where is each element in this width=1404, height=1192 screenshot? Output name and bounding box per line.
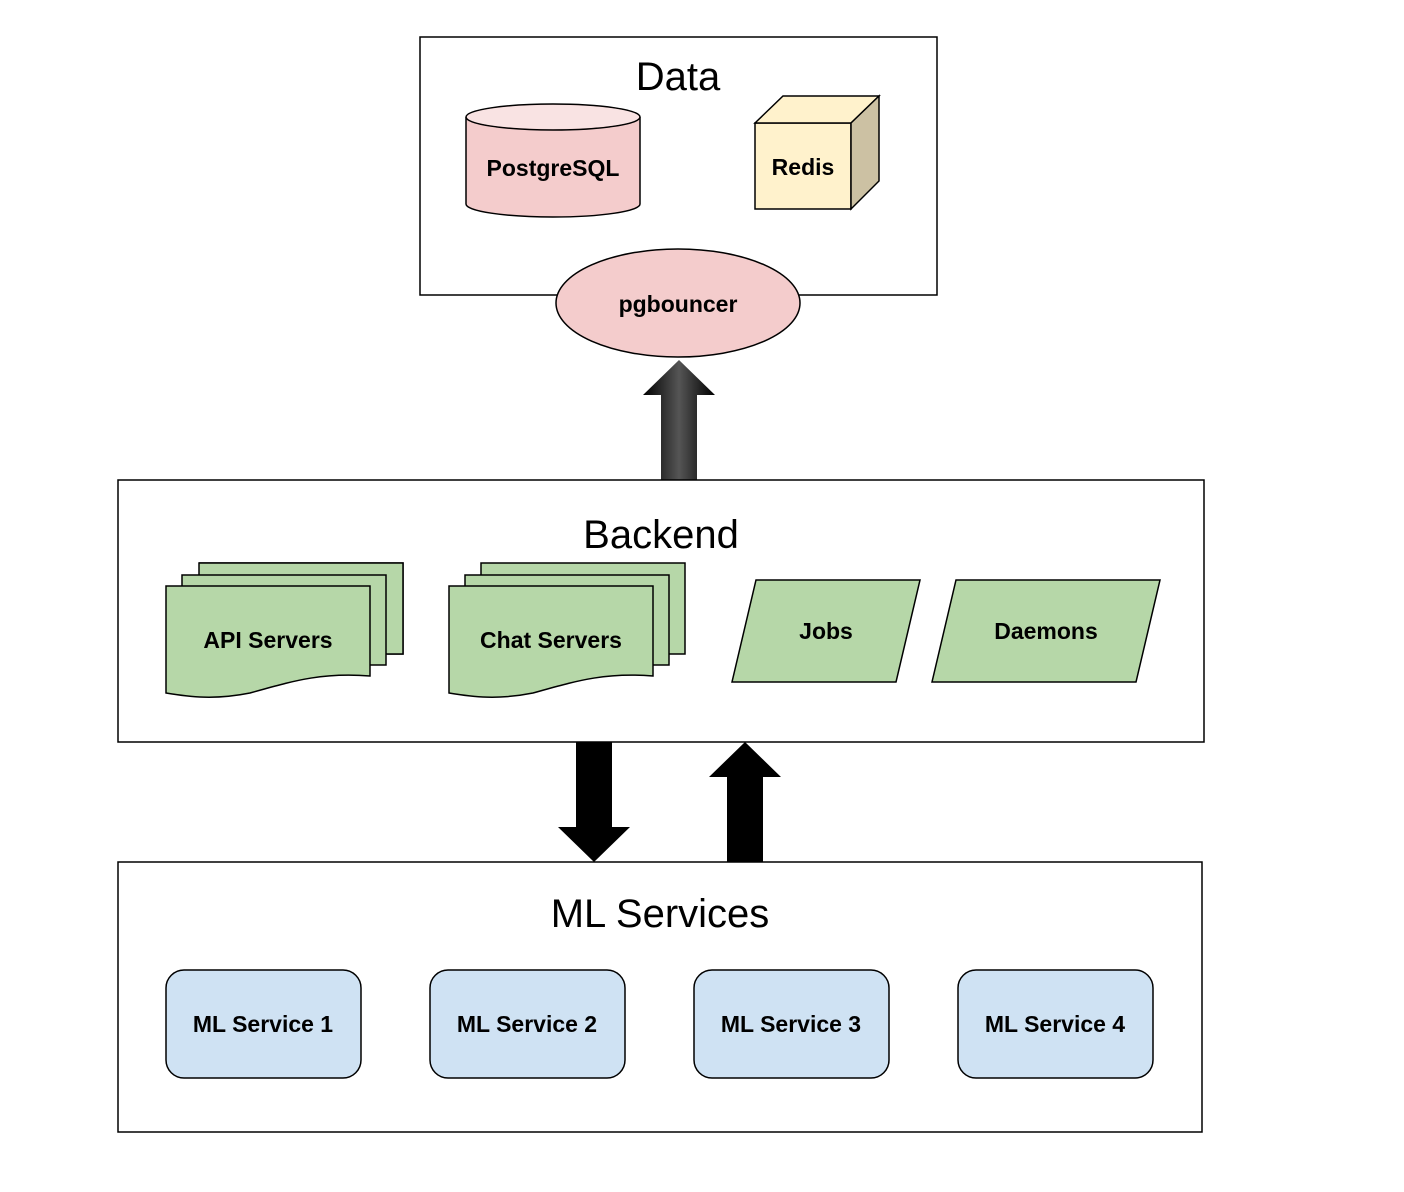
arrow-ml-services-to-backend (709, 742, 781, 862)
chat-servers-doc-front (448, 585, 654, 698)
postgresql-database-node[interactable]: PostgreSQL (465, 103, 641, 218)
ml-service-node[interactable]: ML Service 3 (693, 969, 890, 1079)
api-servers-label: API Servers (203, 627, 332, 653)
daemons-parallelogram (931, 579, 1161, 683)
ml-service-label: ML Service 1 (193, 1011, 333, 1037)
chat-servers-node[interactable]: Chat Servers (448, 562, 686, 698)
ml-service-node[interactable]: ML Service 1 (165, 969, 362, 1079)
ml-service-label: ML Service 4 (985, 1011, 1125, 1037)
backend-group-title: Backend (583, 513, 739, 557)
data-group-title: Data (636, 55, 721, 99)
redis-cube-side (850, 94, 880, 211)
daemons-node[interactable]: Daemons (931, 579, 1161, 683)
postgresql-cylinder-top-highlight (467, 105, 639, 129)
daemons-label: Daemons (994, 618, 1098, 644)
pgbouncer-ellipse (555, 248, 801, 358)
api-servers-doc-front (165, 585, 371, 698)
postgresql-cylinder-top (465, 103, 641, 131)
ml-service-node[interactable]: ML Service 4 (957, 969, 1154, 1079)
api-servers-node[interactable]: API Servers (165, 562, 404, 698)
data-group: Data PostgreSQL Redis pgbouncer (419, 36, 938, 358)
arrow-backend-to-ml-services (558, 742, 630, 862)
ml-service-box (693, 969, 890, 1079)
pgbouncer-label: pgbouncer (619, 291, 738, 317)
ml-service-box (165, 969, 362, 1079)
ml-service-box (957, 969, 1154, 1079)
redis-cache-node[interactable]: Redis (753, 94, 881, 211)
pgbouncer-node[interactable]: pgbouncer (555, 248, 801, 358)
jobs-label: Jobs (799, 618, 853, 644)
ml-service-label: ML Service 3 (721, 1011, 861, 1037)
ml-services-group: ML Services ML Service 1 ML Service 2 ML… (117, 861, 1203, 1133)
backend-group: Backend API Servers Chat Servers Jobs Da… (117, 479, 1205, 743)
ml-service-node[interactable]: ML Service 2 (429, 969, 626, 1079)
ml-service-box (429, 969, 626, 1079)
redis-label: Redis (772, 154, 835, 180)
postgresql-cylinder-body (465, 117, 641, 218)
jobs-parallelogram (731, 579, 921, 683)
jobs-node[interactable]: Jobs (731, 579, 921, 683)
chat-servers-label: Chat Servers (480, 627, 622, 653)
arrow-backend-to-pgbouncer (643, 360, 715, 480)
ml-services-group-title: ML Services (551, 892, 770, 936)
postgresql-label: PostgreSQL (487, 155, 620, 181)
ml-service-label: ML Service 2 (457, 1011, 597, 1037)
